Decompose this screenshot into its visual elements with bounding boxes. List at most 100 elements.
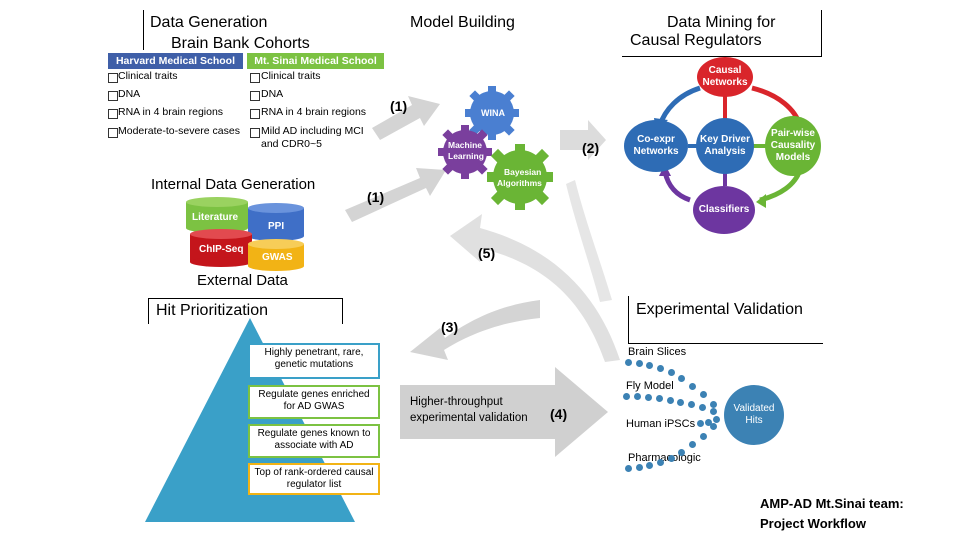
validation-dot [623, 393, 630, 400]
harvard-item-dna: DNA [118, 88, 141, 100]
checkbox-harvard-rna[interactable] [108, 109, 118, 119]
external-data-title: External Data [197, 272, 288, 289]
checkbox-harvard-cases[interactable] [108, 128, 118, 138]
validation-dot [646, 462, 654, 470]
sinai-item-rna: RNA in 4 brain regions [261, 106, 367, 118]
validation-dot [625, 465, 632, 472]
validation-dot [699, 391, 707, 399]
brain-bank-title: Brain Bank Cohorts [171, 35, 310, 52]
validation-dot [635, 359, 643, 367]
db-ppi-cylinder [248, 203, 304, 241]
validation-dot [633, 393, 641, 401]
arrow-1-bottom [345, 168, 446, 222]
divider-hit-top [148, 298, 343, 299]
validation-dot [657, 364, 664, 372]
database-cylinders [186, 197, 304, 271]
fly-model-label: Fly Model [626, 380, 674, 392]
validation-dot [713, 416, 720, 424]
pharmacologic-label: Pharmacologic [628, 452, 701, 464]
checkbox-harvard-dna[interactable] [108, 91, 118, 101]
divider-hit-right [342, 298, 343, 324]
validation-dot [644, 393, 652, 401]
arrow-4 [400, 367, 608, 457]
checkbox-sinai-rna[interactable] [250, 109, 260, 119]
classifiers-label: Classifiers [698, 204, 750, 215]
harvard-item-clinical: Clinical traits [118, 70, 178, 82]
validation-dot [625, 359, 632, 366]
experimental-validation-title: Experimental Validation [636, 301, 803, 318]
divider-mining-right [821, 10, 822, 56]
data-mining-title-1: Data Mining for [667, 14, 776, 31]
human-ipscs-label: Human iPSCs [626, 418, 696, 430]
gear-ml-shape [438, 125, 492, 179]
arrow-2-label: (2) [582, 140, 600, 156]
harvard-header: Harvard Medical School [108, 53, 243, 69]
data-generation-title: Data Generation [150, 14, 268, 31]
sinai-item-dna: DNA [261, 88, 284, 100]
pairwise-causality-label: Pair-wise Causality Models [770, 128, 816, 163]
hit-level-1: Highly penetrant, rare, genetic mutation… [248, 343, 380, 379]
sinai-item-mild: Mild AD including MCI [261, 125, 364, 137]
gear-ml-label-2: Learning [448, 151, 484, 161]
validation-dot [678, 448, 686, 456]
checkbox-sinai-mild[interactable] [250, 128, 260, 138]
validation-dot [678, 375, 686, 383]
coexpr-networks-label: Co-expr Networks [633, 134, 679, 157]
hit-level-4: Top of rank-ordered causal regulator lis… [248, 463, 380, 495]
db-gwas-label: GWAS [262, 252, 293, 263]
validation-dot [657, 459, 664, 467]
validation-dot [710, 408, 718, 415]
validation-dot [655, 395, 663, 403]
validation-dot [666, 396, 674, 404]
validation-dot [710, 400, 718, 408]
arrow-3-label: (3) [441, 319, 459, 335]
cycle-arrow-blue [657, 85, 701, 126]
divider-exp-left [628, 296, 629, 343]
validation-dot [705, 419, 712, 427]
arrow-1-top-label: (1) [390, 98, 408, 114]
throughput-label-2: experimental validation [410, 412, 528, 424]
validation-dot [667, 369, 675, 377]
classifiers-node: Classifiers [693, 186, 755, 234]
gear-bayes-label-1: Bayesian [504, 167, 542, 177]
pairwise-causality-node: Pair-wise Causality Models [765, 116, 821, 176]
validation-dot [689, 441, 696, 449]
checkbox-sinai-dna[interactable] [250, 91, 260, 101]
validation-dot [699, 404, 707, 412]
harvard-item-rna: RNA in 4 brain regions [118, 106, 224, 118]
arrow-5-upper [566, 180, 612, 302]
model-building-title: Model Building [410, 14, 515, 31]
causal-networks-node: Causal Networks [697, 57, 753, 97]
checkbox-harvard-clinical[interactable] [108, 73, 118, 83]
arrow-1-top [372, 96, 440, 140]
sinai-item-cdr: and CDR0~5 [261, 138, 322, 150]
hit-level-2: Regulate genes enriched for AD GWAS [248, 385, 380, 419]
sinai-item-clinical: Clinical traits [261, 70, 321, 82]
footer-line-2: Project Workflow [760, 516, 866, 531]
data-mining-title-2: Causal Regulators [630, 32, 762, 49]
validation-dot [697, 420, 704, 427]
validated-hits-node: Validated Hits [724, 385, 784, 445]
coexpr-networks-node: Co-expr Networks [624, 120, 688, 172]
hit-level-3: Regulate genes known to associate with A… [248, 424, 380, 458]
db-chip-cylinder [190, 229, 252, 267]
arrow-1-bottom-label: (1) [367, 189, 385, 205]
sinai-header: Mt. Sinai Medical School [247, 53, 384, 69]
hit-prioritization-title: Hit Prioritization [156, 302, 269, 319]
db-ppi-label: PPI [268, 221, 285, 232]
validation-dot [689, 382, 696, 390]
arrow-5-label: (5) [478, 245, 496, 261]
validation-dot [667, 454, 675, 462]
db-gwas-cylinder [248, 239, 304, 271]
arrow-2 [560, 120, 606, 160]
gear-ml-label-1: Machine [448, 140, 483, 150]
arrow-3 [410, 300, 540, 360]
gear-bayes-shape [487, 144, 553, 210]
footer-line-1: AMP-AD Mt.Sinai team: [760, 496, 904, 511]
brain-slices-label: Brain Slices [628, 346, 687, 358]
causal-networks-label: Causal Networks [702, 65, 748, 88]
db-literature-label: Literature [192, 212, 239, 223]
validation-dot [646, 361, 654, 369]
divider-mining-bottom [622, 56, 822, 57]
checkbox-sinai-clinical[interactable] [250, 73, 260, 83]
